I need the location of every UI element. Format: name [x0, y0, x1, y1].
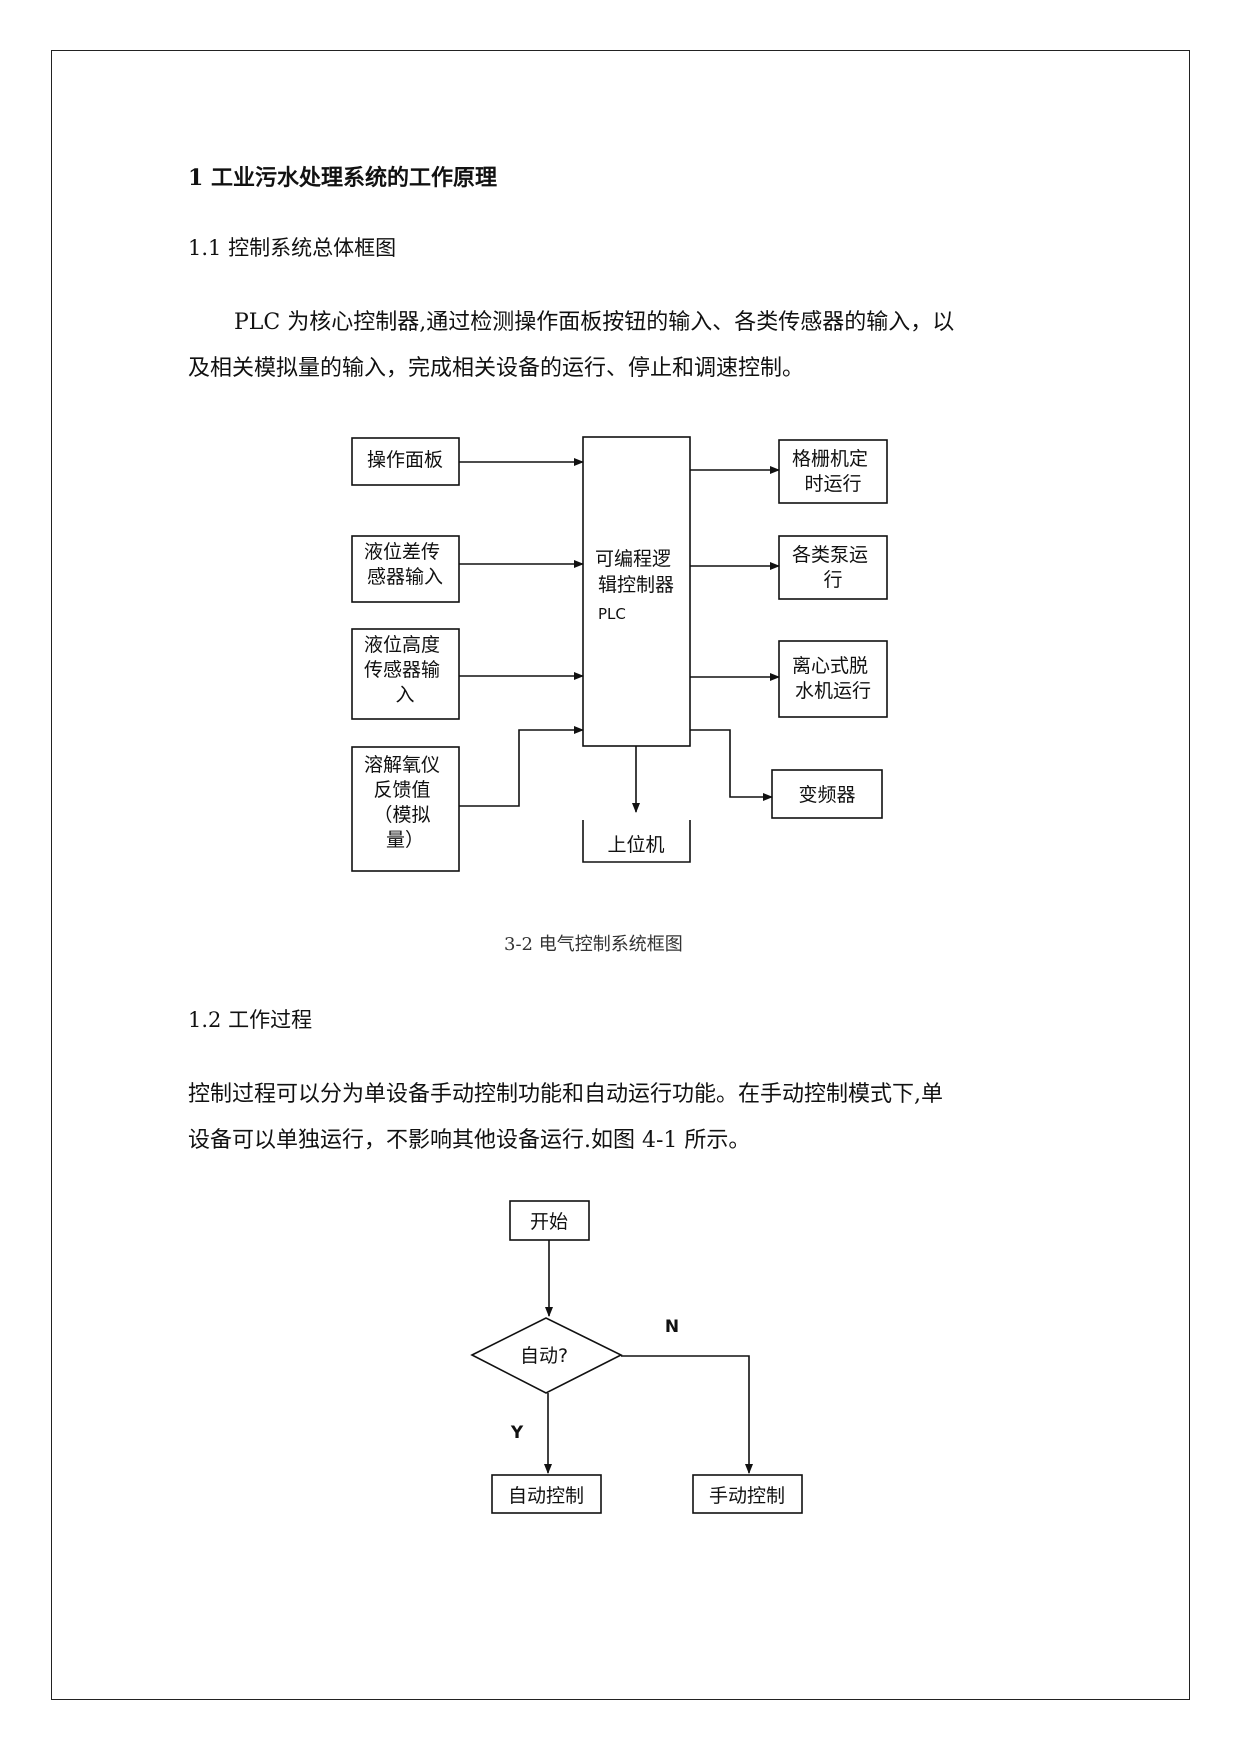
output-label-pumps: 各类泵运 行 [792, 544, 874, 591]
flow-no-label: N [665, 1317, 679, 1337]
control-block-diagram: 操作面板 液位差传 感器输入 液位高度 传感器输 入 溶解氧仪 反馈值 （模拟 … [351, 436, 888, 872]
input-label-level-height-sensor: 液位高度 传感器输 入 [364, 634, 446, 706]
flow-start-label: 开始 [530, 1211, 568, 1233]
output-label-centrifuge: 离心式脱 水机运行 [792, 655, 874, 702]
flow-auto-box [491, 1474, 602, 1514]
section-1-2-paragraph-line2: 设备可以单独运行，不影响其他设备运行.如图 4-1 所示。 [188, 1128, 751, 1153]
section-1-1-paragraph-line2: 及相关模拟量的输入，完成相关设备的运行、停止和调速控制。 [188, 356, 805, 381]
flow-manual-box [692, 1474, 803, 1514]
host-computer-label: 上位机 [607, 834, 664, 856]
flow-decision-diamond [470, 1317, 623, 1394]
controller-label: 可编程逻 辑控制器 [595, 548, 677, 596]
host-computer-box [582, 820, 691, 863]
section-1-1-paragraph-line1: PLC 为核心控制器,通过检测操作面板按钮的输入、各类传感器的输入，以 [234, 310, 955, 335]
input-label-operation-panel: 操作面板 [367, 449, 443, 471]
output-label-grille-machine: 格栅机定 时运行 [792, 448, 874, 495]
input-box-level-height-sensor [351, 628, 460, 720]
section-1-2-paragraph-line1: 控制过程可以分为单设备手动控制功能和自动运行功能。在手动控制模式下,单 [188, 1082, 943, 1107]
flow-arrow-decision-to-manual [621, 1355, 753, 1474]
flow-yes-label: Y [510, 1423, 524, 1443]
arrow-dissolved-oxygen [459, 726, 584, 807]
controller-sublabel-plc: PLC [598, 605, 626, 623]
arrow-to-inverter [690, 729, 773, 801]
input-box-dissolved-oxygen [351, 746, 460, 872]
input-box-level-diff-sensor [351, 535, 460, 603]
output-label-inverter: 变频器 [798, 784, 855, 806]
mode-flowchart: 开始 自动? 自动控制 手动控制 N Y [470, 1200, 803, 1514]
page-border [51, 50, 1190, 1700]
input-label-dissolved-oxygen: 溶解氧仪 反馈值 （模拟 量） [364, 754, 446, 851]
block-diagram-caption: 3-2 电气控制系统框图 [504, 934, 683, 955]
flow-auto-label: 自动控制 [508, 1485, 584, 1507]
flow-manual-label: 手动控制 [709, 1485, 785, 1507]
input-label-level-diff-sensor: 液位差传 感器输入 [364, 541, 446, 588]
flow-decision-label: 自动? [520, 1345, 568, 1367]
heading: 1 工业污水处理系统的工作原理 [188, 165, 497, 191]
section-1-1-title: 1.1 控制系统总体框图 [188, 236, 397, 260]
section-1-2-title: 1.2 工作过程 [188, 1008, 313, 1032]
output-box-centrifuge [778, 640, 888, 718]
